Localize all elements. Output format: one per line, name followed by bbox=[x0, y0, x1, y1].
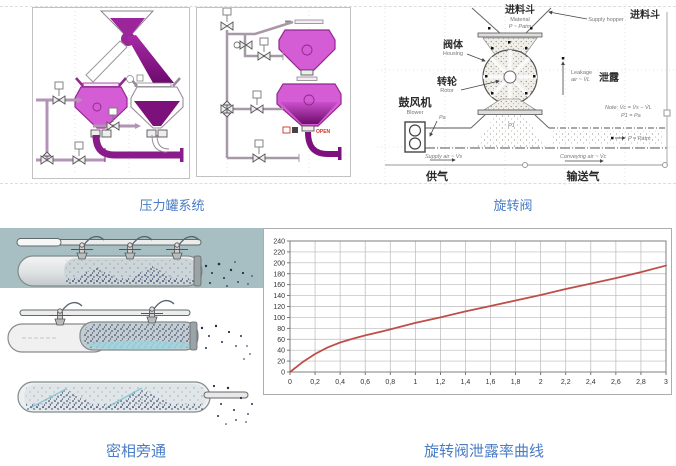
supply-hopper-label: 进料斗 bbox=[630, 8, 660, 21]
twin-hopper-diagram: OPEN bbox=[196, 7, 351, 177]
feed-pipe-left bbox=[85, 40, 128, 83]
svg-text:160: 160 bbox=[273, 282, 285, 289]
discharge-elbow bbox=[305, 131, 338, 157]
dashed-guide-line bbox=[0, 183, 676, 184]
conveying-air-cn-label: 输送气 bbox=[567, 169, 600, 183]
annotation-arrows bbox=[429, 10, 626, 163]
svg-text:2,8: 2,8 bbox=[636, 379, 646, 386]
material-hopper-label: 进料斗 bbox=[505, 3, 535, 16]
svg-text:20: 20 bbox=[277, 359, 285, 366]
svg-text:140: 140 bbox=[273, 293, 285, 300]
rotor-hub bbox=[503, 70, 517, 84]
material-label: Material bbox=[510, 17, 530, 23]
svg-text:1,2: 1,2 bbox=[436, 379, 446, 386]
dense-phase-svg bbox=[0, 228, 263, 425]
leakage-en2-label: air ~ V̇L bbox=[571, 76, 590, 83]
feed-stream-right bbox=[127, 35, 174, 83]
svg-text:1,4: 1,4 bbox=[461, 379, 471, 386]
svg-text:80: 80 bbox=[277, 326, 285, 333]
supply-hopper-en-label: Supply hopper bbox=[588, 17, 624, 23]
air-lines bbox=[425, 127, 667, 149]
svg-text:180: 180 bbox=[273, 271, 285, 278]
leakage-chart-svg: 0 0,2 0,4 0,6 0,8 1 1,2 1,4 1,6 1,8 2 2,2 2,4 2,6 2,8 3… bbox=[264, 229, 671, 394]
leakage-en1-label: Leakage bbox=[571, 70, 592, 76]
x-valve bbox=[220, 100, 234, 118]
top-flange bbox=[477, 32, 543, 38]
svg-text:0,2: 0,2 bbox=[310, 379, 320, 386]
falling-material bbox=[475, 115, 545, 147]
leakage-cn-label: 泄露 bbox=[599, 71, 620, 84]
caption-rotary-valve: 旋转阀 bbox=[493, 198, 533, 213]
rotary-valve-diagram: 进料斗 Material P ~ Patm Supply hopper 进料斗 … bbox=[375, 0, 676, 192]
svg-text:100: 100 bbox=[273, 315, 285, 322]
svg-text:0,8: 0,8 bbox=[385, 379, 395, 386]
pressure-tank-diagram bbox=[32, 7, 190, 179]
svg-text:0,6: 0,6 bbox=[360, 379, 370, 386]
discharge-pipe bbox=[92, 134, 180, 159]
marker-dots bbox=[485, 27, 536, 95]
supply-air-en-label: Supply air ~ V̇s bbox=[425, 153, 462, 160]
svg-text:200: 200 bbox=[273, 260, 285, 267]
svg-text:1: 1 bbox=[413, 379, 417, 386]
svg-text:2,6: 2,6 bbox=[611, 379, 621, 386]
twin-hopper-svg: OPEN bbox=[220, 8, 342, 173]
caption-pressure-tank: 压力罐系统 bbox=[139, 198, 205, 213]
svg-text:0: 0 bbox=[288, 379, 292, 386]
svg-text:60: 60 bbox=[277, 337, 285, 344]
bypass-pipe-2 bbox=[7, 299, 251, 360]
svg-text:0: 0 bbox=[281, 370, 285, 377]
leakage-rate-chart: 0 0,2 0,4 0,6 0,8 1 1,2 1,4 1,6 1,8 2 2,2 2,4 2,6 2,8 3… bbox=[263, 228, 672, 395]
dense-phase-diagram bbox=[0, 226, 263, 430]
bottom-flange bbox=[477, 109, 543, 115]
pa-label: Pa bbox=[439, 115, 446, 121]
material-pressure-label: P ~ Patm bbox=[509, 24, 532, 30]
bypass-pipe-1 bbox=[16, 235, 253, 287]
rotor-cn-label: 转轮 bbox=[437, 75, 457, 88]
dashed-guide-line bbox=[0, 6, 676, 7]
note-line1: Note: V̇c = V̇s − V̇L bbox=[605, 104, 652, 111]
conveying-particles bbox=[551, 131, 663, 145]
svg-text:120: 120 bbox=[273, 304, 285, 311]
open-label: OPEN bbox=[316, 129, 331, 135]
svg-text:240: 240 bbox=[273, 239, 285, 246]
svg-text:2,2: 2,2 bbox=[561, 379, 571, 386]
housing-en-label: Housing bbox=[443, 51, 463, 57]
svg-text:3: 3 bbox=[664, 379, 668, 386]
housing-cn-label: 阀体 bbox=[443, 38, 464, 51]
svg-text:1,8: 1,8 bbox=[511, 379, 521, 386]
rotor-en-label: Rotor bbox=[440, 88, 454, 94]
svg-text:2,4: 2,4 bbox=[586, 379, 596, 386]
svg-text:1,6: 1,6 bbox=[486, 379, 496, 386]
note-line2: P1 = Pa bbox=[621, 113, 641, 119]
p1-label: P1 bbox=[508, 123, 515, 129]
blower-en-label: Blower bbox=[407, 110, 424, 116]
outlet-pressure-label: P = Patm bbox=[628, 136, 651, 142]
svg-text:2: 2 bbox=[539, 379, 543, 386]
conveying-air-en-label: Conveying air ~ V̇c bbox=[560, 153, 607, 160]
caption-dense-phase: 密相旁通 bbox=[105, 443, 166, 460]
bypass-pipe-3 bbox=[17, 381, 253, 425]
rotary-valve-svg: 进料斗 Material P ~ Patm Supply hopper 进料斗 … bbox=[377, 3, 674, 188]
svg-text:220: 220 bbox=[273, 249, 285, 256]
svg-text:0,4: 0,4 bbox=[335, 379, 345, 386]
caption-leakage-curve: 旋转阀泄露率曲线 bbox=[423, 443, 544, 460]
blower-cn-label: 鼓风机 bbox=[399, 95, 432, 109]
supply-air-cn-label: 供气 bbox=[425, 169, 448, 183]
pressure-tank-svg bbox=[36, 10, 184, 175]
svg-text:40: 40 bbox=[277, 348, 285, 355]
top-hopper bbox=[278, 29, 336, 71]
open-indicator: OPEN bbox=[282, 126, 331, 135]
